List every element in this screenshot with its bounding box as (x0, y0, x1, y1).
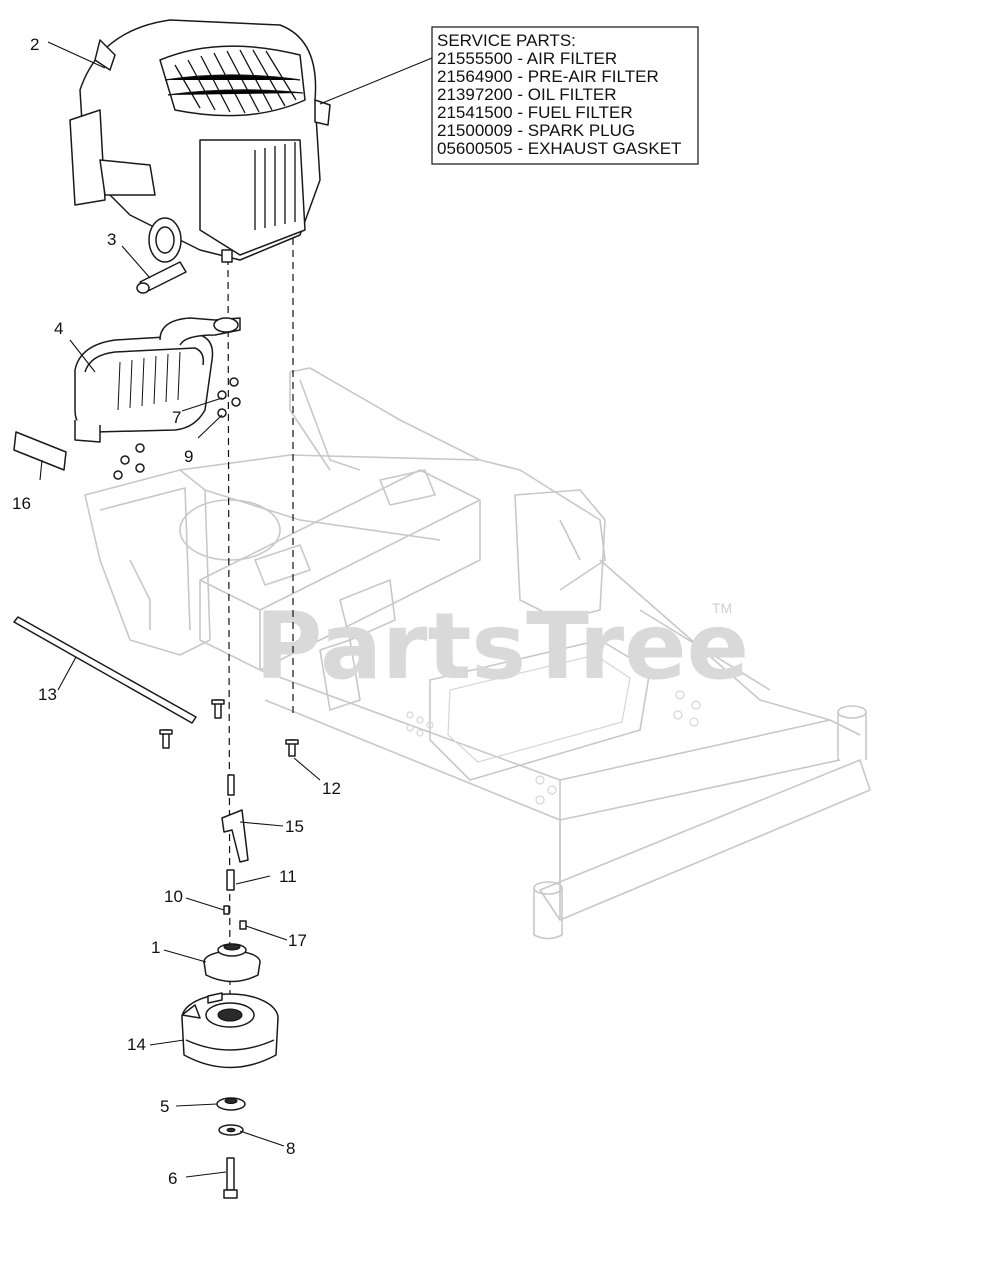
callout-3: 3 (107, 230, 116, 249)
engine-part-2 (69, 19, 331, 263)
service-parts-title: SERVICE PARTS: (437, 31, 576, 50)
callout-labels: 2 3 4 7 9 16 13 12 15 11 10 17 1 14 5 8 … (12, 35, 341, 1188)
bolt-part-6 (223, 1157, 238, 1199)
decal-part-16 (13, 431, 67, 471)
service-part-line: 21397200 - OIL FILTER (437, 85, 617, 104)
callout-5: 5 (160, 1097, 169, 1116)
callout-6: 6 (168, 1169, 177, 1188)
callout-16: 16 (12, 494, 31, 513)
callout-15: 15 (285, 817, 304, 836)
service-part-line: 21500009 - SPARK PLUG (437, 121, 635, 140)
callout-10: 10 (164, 887, 183, 906)
leader-lines (39, 41, 433, 1178)
bracket-part-15 (221, 809, 249, 863)
service-part-line: 21564900 - PRE-AIR FILTER (437, 67, 659, 86)
key-part-10 (223, 905, 230, 915)
chassis-frame (84, 367, 871, 940)
watermark: PartsTree (255, 593, 749, 700)
service-part-line: 05600505 - EXHAUST GASKET (437, 139, 681, 158)
callout-8: 8 (286, 1139, 295, 1158)
pin-part-17 (239, 920, 247, 930)
muffler-part-4 (74, 317, 241, 443)
rod-part-13 (13, 616, 197, 724)
service-part-line: 21555500 - AIR FILTER (437, 49, 617, 68)
service-part-line: 21541500 - FUEL FILTER (437, 103, 633, 122)
watermark-trademark: TM (712, 600, 732, 616)
pulley-part-1 (203, 943, 261, 983)
callout-12: 12 (322, 779, 341, 798)
hardware (113, 377, 299, 796)
callout-7: 7 (172, 408, 181, 427)
callout-9: 9 (184, 447, 193, 466)
callout-17: 17 (288, 931, 307, 950)
callout-2: 2 (30, 35, 39, 54)
callout-13: 13 (38, 685, 57, 704)
fitting-part-3 (136, 261, 187, 294)
washer-part-5 (216, 1097, 246, 1111)
callout-4: 4 (54, 319, 63, 338)
clutch-part-14 (181, 992, 279, 1069)
callout-14: 14 (127, 1035, 146, 1054)
washer-part-8 (218, 1124, 244, 1136)
stud-part-11 (226, 869, 235, 891)
callout-1: 1 (151, 938, 160, 957)
callout-11: 11 (279, 867, 297, 886)
service-parts-box: SERVICE PARTS: 21555500 - AIR FILTER 215… (431, 26, 699, 165)
